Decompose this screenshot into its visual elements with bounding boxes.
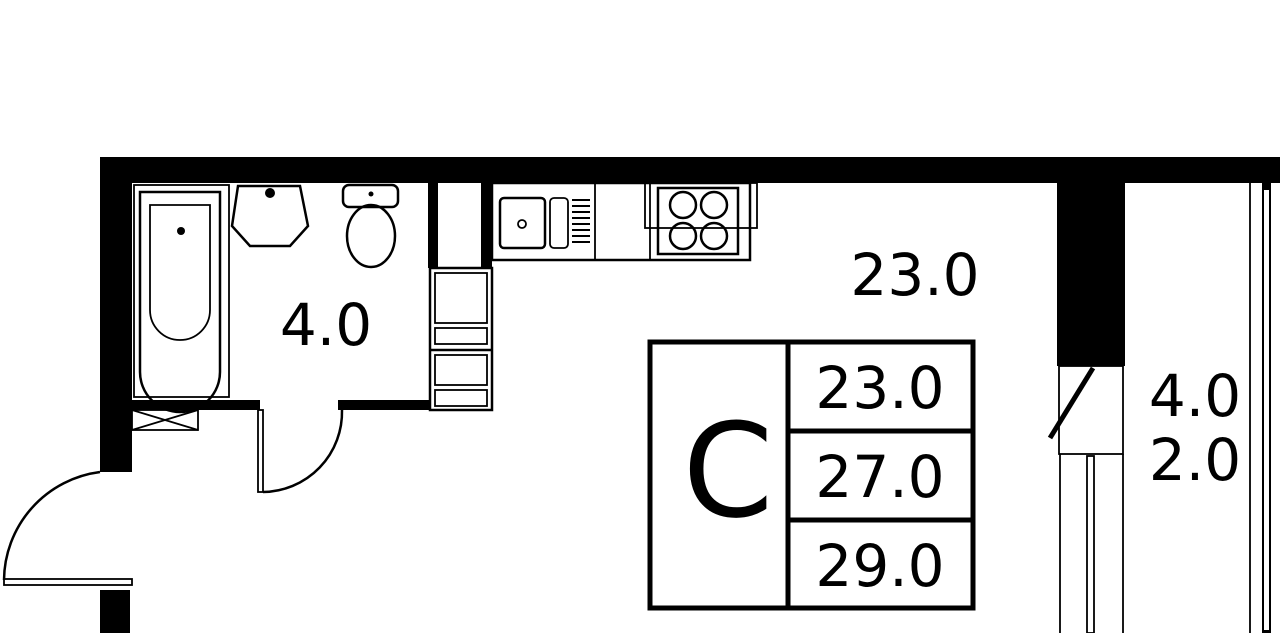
apartment-type-letter: C xyxy=(683,395,774,547)
pillar xyxy=(1057,183,1125,366)
cabinet-icon xyxy=(428,266,494,412)
toilet-icon xyxy=(341,183,400,269)
bathroom-door xyxy=(257,409,344,494)
living-area-label: 23.0 xyxy=(850,241,979,309)
kitchen-sink-icon xyxy=(498,196,590,250)
bathtub-icon xyxy=(133,184,230,414)
left-wall-lower xyxy=(100,590,130,633)
walls xyxy=(100,157,1280,633)
stove-icon xyxy=(644,182,758,256)
balcony-area-label: 4.0 xyxy=(1149,362,1241,430)
balcony xyxy=(1047,183,1271,633)
left-wall xyxy=(100,157,132,472)
area-summary-table: C 23.0 27.0 29.0 xyxy=(647,339,976,611)
entrance-door xyxy=(2,470,133,586)
balcony-reduced-area-label: 2.0 xyxy=(1149,426,1241,494)
summary-living-area: 23.0 xyxy=(815,354,944,422)
summary-total-area: 27.0 xyxy=(815,443,944,511)
washbasin-icon xyxy=(230,184,310,248)
partition-wall xyxy=(428,183,438,268)
top-wall xyxy=(100,157,1280,183)
bathroom-wall-right xyxy=(338,400,430,410)
partition-wall-2 xyxy=(481,183,492,268)
vent-box-icon xyxy=(131,409,199,431)
bathroom-wall-left xyxy=(132,400,260,410)
summary-total-with-balcony: 29.0 xyxy=(815,532,944,600)
kitchen-counter xyxy=(490,181,752,262)
bathroom-area-label: 4.0 xyxy=(280,291,372,359)
